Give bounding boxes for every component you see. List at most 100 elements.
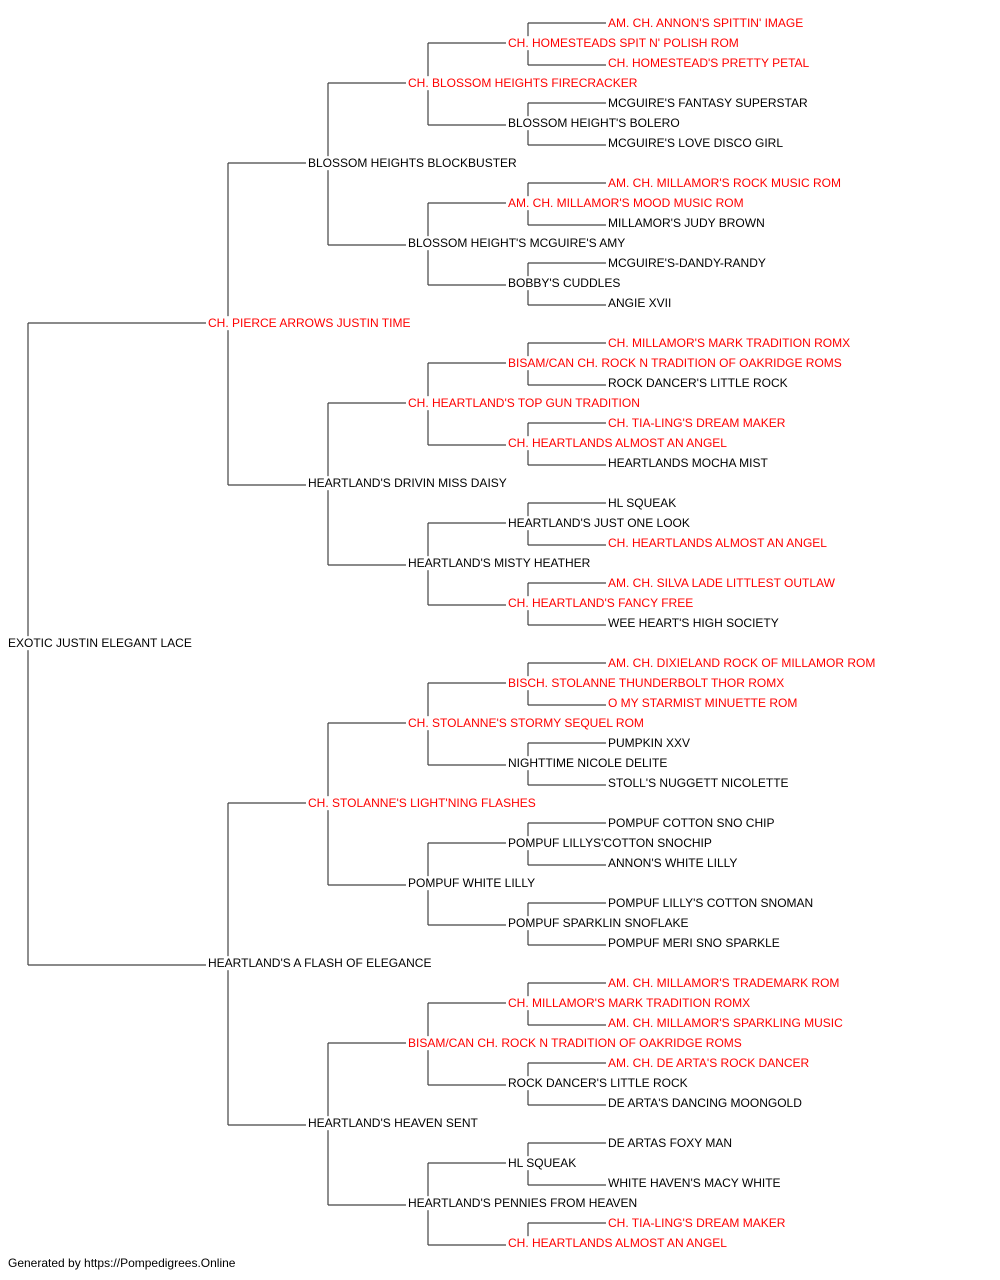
pedigree-name-gen3: POMPUF WHITE LILLY: [408, 876, 535, 890]
pedigree-name-gen4: CH. HOMESTEADS SPIT N' POLISH ROM: [508, 36, 739, 50]
label-backdrop: [507, 1236, 729, 1250]
label-backdrop: [607, 896, 815, 911]
pedigree-name-gen5: AM. CH. MILLAMOR'S TRADEMARK ROM: [608, 976, 839, 990]
label-backdrop: [607, 96, 809, 111]
label-backdrop: [507, 676, 786, 691]
label-backdrop: [507, 756, 669, 771]
pedigree-name-gen5: CH. TIA-LING'S DREAM MAKER: [608, 1216, 786, 1230]
label-backdrop: [607, 616, 780, 631]
pedigree-name-gen5: AM. CH. SILVA LADE LITTLEST OUTLAW: [608, 576, 836, 590]
pedigree-name-gen5: AM. CH. ANNON'S SPITTIN' IMAGE: [608, 16, 803, 30]
label-backdrop: [507, 596, 695, 611]
pedigree-name-gen2: BLOSSOM HEIGHTS BLOCKBUSTER: [308, 156, 517, 170]
pedigree-name-gen5: PUMPKIN XXV: [608, 736, 690, 750]
label-backdrop: [607, 496, 678, 511]
pedigree-name-gen4: BISCH. STOLANNE THUNDERBOLT THOR ROMX: [508, 676, 784, 690]
pedigree-name-gen5: HEARTLANDS MOCHA MIST: [608, 456, 768, 470]
pedigree-name-gen2: HEARTLAND'S HEAVEN SENT: [308, 1116, 479, 1130]
label-backdrop: [407, 1196, 639, 1211]
label-backdrop: [407, 556, 592, 571]
pedigree-name-gen4: BOBBY'S CUDDLES: [508, 276, 620, 290]
pedigree-name-gen5: ANGIE XVII: [608, 296, 671, 310]
pedigree-name-gen5: AM. CH. MILLAMOR'S ROCK MUSIC ROM: [608, 176, 841, 190]
label-backdrop: [607, 176, 842, 191]
pedigree-name-gen4: NIGHTTIME NICOLE DELITE: [508, 756, 667, 770]
label-backdrop: [607, 456, 770, 471]
pedigree-name-gen4: CH. HEARTLAND'S FANCY FREE: [508, 596, 693, 610]
label-backdrop: [607, 296, 673, 311]
pedigree-name-gen5: CH. HOMESTEAD'S PRETTY PETAL: [608, 56, 810, 70]
pedigree-name-gen5: MCGUIRE'S FANTASY SUPERSTAR: [608, 96, 808, 110]
pedigree-name-gen5: ROCK DANCER'S LITTLE ROCK: [608, 376, 788, 390]
label-backdrop: [507, 196, 745, 211]
label-backdrop: [607, 736, 692, 751]
label-backdrop: [507, 516, 691, 531]
label-backdrop: [607, 416, 787, 431]
label-backdrop: [607, 576, 837, 591]
pedigree-name-gen5: O MY STARMIST MINUETTE ROM: [608, 696, 797, 710]
pedigree-name-gen5: POMPUF COTTON SNO CHIP: [608, 816, 774, 830]
label-backdrop: [507, 356, 843, 371]
label-backdrop: [207, 316, 412, 331]
pedigree-name-gen4: BLOSSOM HEIGHT'S BOLERO: [508, 116, 680, 130]
pedigree-name-gen4: ROCK DANCER'S LITTLE ROCK: [508, 1076, 688, 1090]
label-backdrop: [607, 776, 790, 791]
pedigree-name-gen4: POMPUF LILLYS'COTTON SNOCHIP: [508, 836, 712, 850]
pedigree-name-gen5: POMPUF MERI SNO SPARKLE: [608, 936, 780, 950]
label-backdrop: [407, 716, 645, 731]
pedigree-name-gen5: AM. CH. DIXIELAND ROCK OF MILLAMOR ROM: [608, 656, 875, 670]
pedigree-name-gen4: BISAM/CAN CH. ROCK N TRADITION OF OAKRID…: [508, 356, 842, 370]
pedigree-name-gen5: WEE HEART'S HIGH SOCIETY: [608, 616, 779, 630]
pedigree-name-gen4: HEARTLAND'S JUST ONE LOOK: [508, 516, 690, 530]
pedigree-name-gen5: CH. HEARTLANDS ALMOST AN ANGEL: [608, 536, 827, 550]
label-backdrop: [607, 216, 766, 231]
pedigree-name-gen2: HEARTLAND'S DRIVIN MISS DAISY: [308, 476, 507, 490]
label-backdrop: [607, 656, 877, 671]
pedigree-name-gen3: HEARTLAND'S MISTY HEATHER: [408, 556, 591, 570]
label-backdrop: [407, 236, 627, 251]
pedigree-name-gen3: CH. BLOSSOM HEIGHTS FIRECRACKER: [408, 76, 638, 90]
label-backdrop: [407, 876, 537, 891]
pedigree-name-gen5: DE ARTA'S DANCING MOONGOLD: [608, 1096, 802, 1110]
label-backdrop: [607, 536, 829, 551]
label-backdrop: [607, 336, 852, 351]
label-backdrop: [607, 1216, 787, 1231]
label-backdrop: [507, 916, 690, 931]
pedigree-name-gen3: CH. STOLANNE'S STORMY SEQUEL ROM: [408, 716, 644, 730]
pedigree-name-gen3: BISAM/CAN CH. ROCK N TRADITION OF OAKRID…: [408, 1036, 742, 1050]
pedigree-name-gen5: WHITE HAVEN'S MACY WHITE: [608, 1176, 781, 1190]
label-backdrop: [507, 36, 740, 51]
pedigree-name-gen5: STOLL'S NUGGETT NICOLETTE: [608, 776, 789, 790]
label-backdrop: [607, 1056, 811, 1071]
pedigree-name-gen5: CH. MILLAMOR'S MARK TRADITION ROMX: [608, 336, 850, 350]
label-backdrop: [607, 56, 811, 71]
label-backdrop: [607, 816, 776, 831]
pedigree-name-gen5: HL SQUEAK: [608, 496, 676, 510]
pedigree-name-gen5: MCGUIRE'S-DANDY-RANDY: [608, 256, 766, 270]
label-backdrop: [607, 1016, 845, 1031]
pedigree-name-gen2: CH. STOLANNE'S LIGHT'NING FLASHES: [308, 796, 536, 810]
label-backdrop: [607, 856, 739, 871]
pedigree-name-gen4: HL SQUEAK: [508, 1156, 576, 1170]
pedigree-name-gen4: AM. CH. MILLAMOR'S MOOD MUSIC ROM: [508, 196, 744, 210]
pedigree-name-gen5: CH. TIA-LING'S DREAM MAKER: [608, 416, 786, 430]
pedigree-name-gen0: EXOTIC JUSTIN ELEGANT LACE: [8, 636, 192, 650]
label-backdrop: [607, 1176, 782, 1191]
pedigree-name-gen1: CH. PIERCE ARROWS JUSTIN TIME: [208, 316, 410, 330]
label-backdrop: [607, 16, 805, 31]
label-backdrop: [307, 796, 537, 811]
label-backdrop: [607, 136, 785, 151]
label-backdrop: [607, 976, 841, 991]
label-backdrop: [507, 996, 752, 1011]
label-backdrop: [407, 1036, 743, 1051]
label-backdrop: [207, 956, 433, 971]
pedigree-name-gen4: CH. HEARTLANDS ALMOST AN ANGEL: [508, 436, 727, 450]
pedigree-name-gen5: MCGUIRE'S LOVE DISCO GIRL: [608, 136, 783, 150]
label-backdrop: [407, 396, 641, 411]
label-backdrop: [407, 76, 639, 91]
label-backdrop: [607, 376, 789, 391]
label-backdrop: [307, 156, 519, 171]
label-backdrop: [507, 276, 622, 291]
pedigree-name-gen1: HEARTLAND'S A FLASH OF ELEGANCE: [208, 956, 431, 970]
label-backdrop: [607, 696, 799, 711]
